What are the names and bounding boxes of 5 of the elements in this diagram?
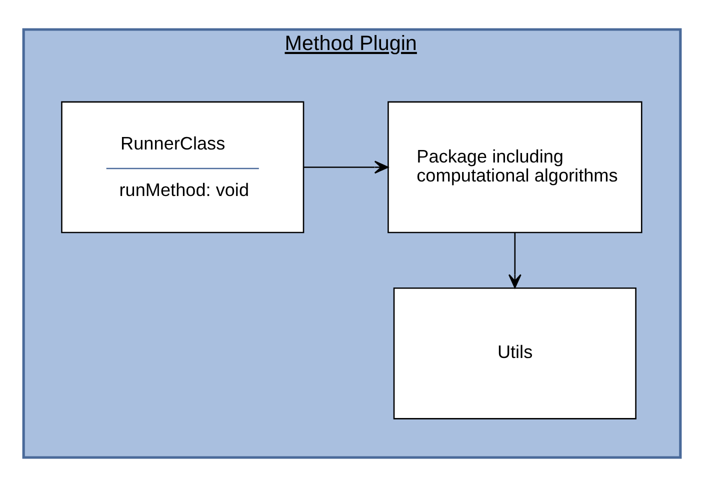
node-box: Package including computational algorithms — [388, 100, 642, 233]
arrow — [508, 232, 522, 288]
node-box: RunnerClass runMethod: void — [61, 100, 304, 233]
arrow — [304, 160, 388, 174]
node-box: Utils — [393, 286, 636, 419]
